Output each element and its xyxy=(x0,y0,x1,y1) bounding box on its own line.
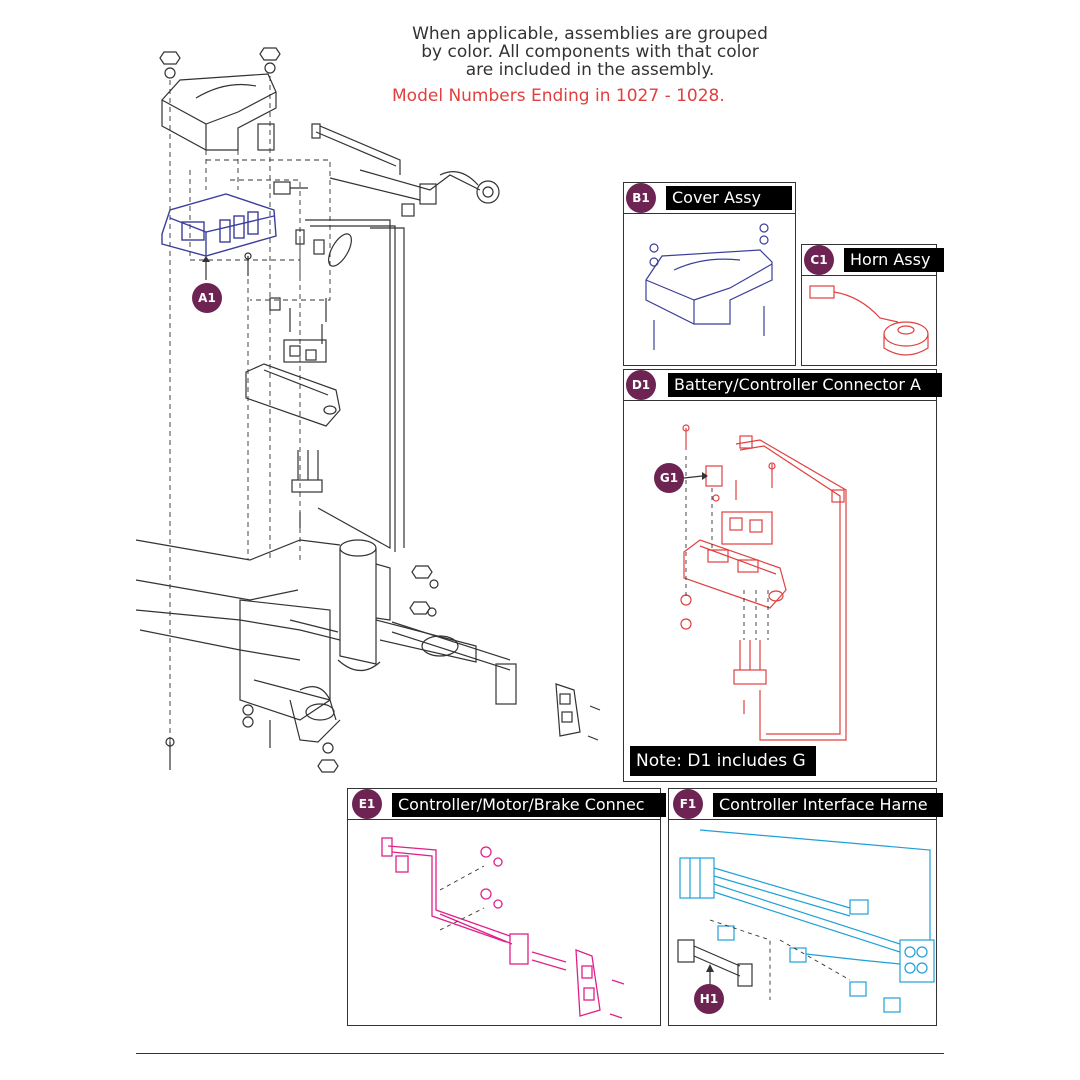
title-e1: Controller/Motor/Brake Connec xyxy=(392,793,666,817)
note-line-2: by color. All components with that color xyxy=(421,42,759,62)
badge-b1: B1 xyxy=(626,183,656,213)
top-right-nut xyxy=(259,47,281,74)
badge-e1: E1 xyxy=(352,789,382,819)
badge-d1: D1 xyxy=(626,370,656,400)
panel-d1: D1 Battery/Controller Connector A xyxy=(623,369,942,782)
callout-a1: A1 xyxy=(192,283,222,313)
controller-a1 xyxy=(161,193,277,257)
panel-b1: B1 Cover Assy xyxy=(623,182,796,366)
title-c1: Horn Assy xyxy=(844,248,944,272)
top-harness xyxy=(311,123,500,217)
badge-f1: F1 xyxy=(673,789,703,819)
right-nuts xyxy=(409,565,439,617)
d1-note: Note: D1 includes G xyxy=(630,746,816,776)
note-line-1: When applicable, assemblies are grouped xyxy=(412,24,768,44)
title-d1: Battery/Controller Connector A xyxy=(668,373,942,397)
note-line-3: are included in the assembly. xyxy=(465,60,715,80)
connector-housing xyxy=(245,339,341,427)
top-left-nut xyxy=(159,51,181,79)
panel-e1: E1 Controller/Motor/Brake Connec xyxy=(347,788,666,1026)
assembly-color-note: When applicable, assemblies are grouped … xyxy=(390,25,790,79)
title-f1: Controller Interface Harne xyxy=(713,793,943,817)
main-cover xyxy=(161,73,277,151)
callout-g1: G1 xyxy=(654,463,684,493)
badge-c1: C1 xyxy=(804,245,834,275)
title-b1: Cover Assy xyxy=(666,186,792,210)
footer-divider xyxy=(136,1053,944,1054)
callout-h1: H1 xyxy=(694,984,724,1014)
model-numbers-note: Model Numbers Ending in 1027 - 1028. xyxy=(392,86,725,106)
